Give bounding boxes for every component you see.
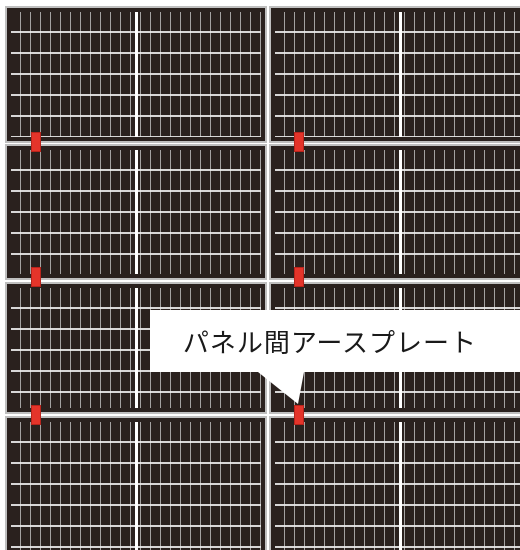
earth-plate-clip (294, 132, 304, 152)
earth-plate-clip (31, 132, 41, 152)
panel-cell-grid (11, 150, 261, 274)
solar-panel (269, 144, 520, 280)
solar-panel (5, 144, 267, 280)
earth-plate-clip (294, 267, 304, 287)
solar-panel (269, 416, 520, 550)
solar-panel (5, 416, 267, 550)
callout-label: パネル間アースプレート (182, 328, 478, 359)
earth-plate-clip (294, 405, 304, 425)
panel-cell-grid (11, 12, 261, 137)
earth-plate-clip (31, 405, 41, 425)
panel-cell-grid (275, 150, 520, 274)
panel-cell-grid (11, 422, 261, 550)
solar-panel (5, 6, 267, 143)
panel-cell-grid (275, 12, 520, 137)
panel-cell-grid (275, 422, 520, 550)
earth-plate-clip (31, 267, 41, 287)
solar-panel (269, 6, 520, 143)
